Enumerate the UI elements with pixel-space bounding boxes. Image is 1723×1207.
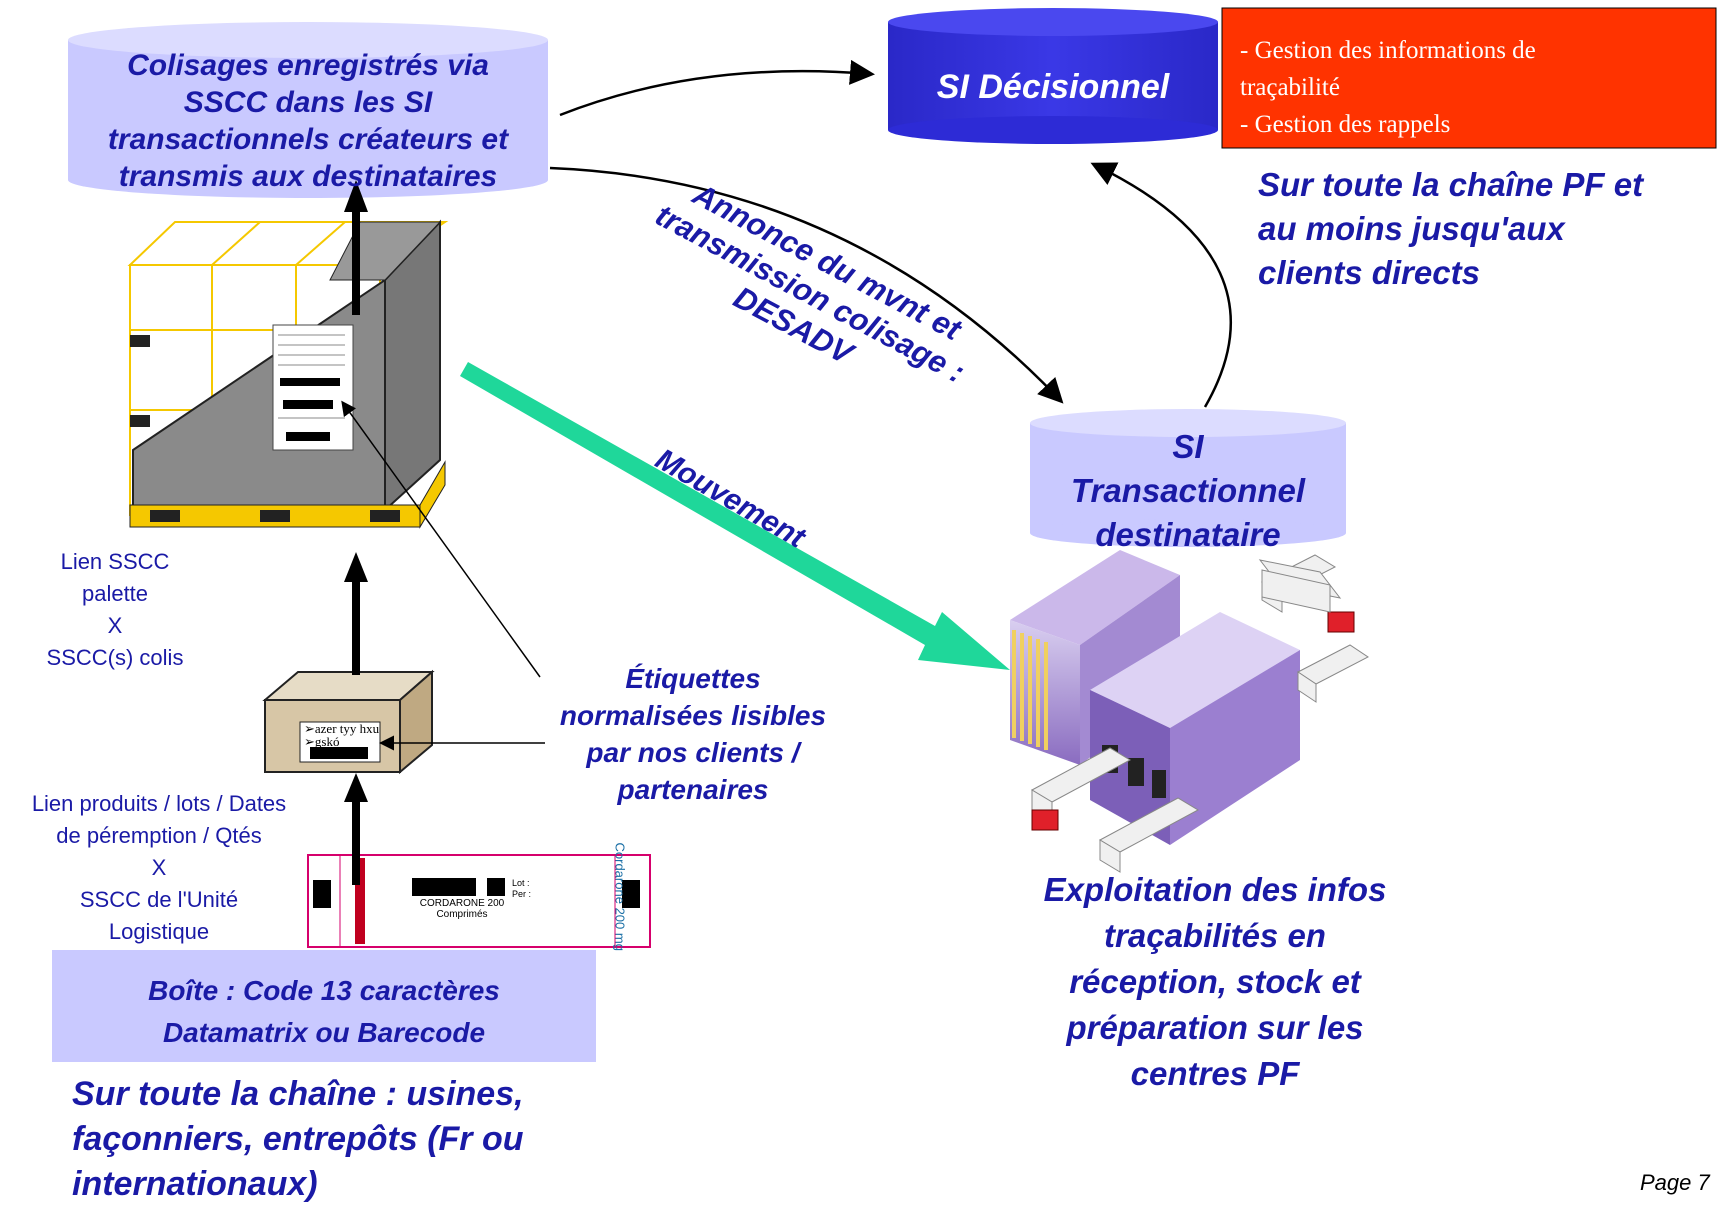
- vertical-flow-arrows: [344, 180, 368, 885]
- db-source-line-1: Colisages enregistrés via: [127, 49, 489, 82]
- carton-label-line-1: ➢azer tyy hxu: [304, 721, 380, 736]
- movement-arrow: [460, 362, 1010, 670]
- chain-pf-line-2: au moins jusqu'aux: [1258, 210, 1565, 247]
- medicine-lot-text: Lot : Per :: [512, 878, 531, 900]
- exploit-line-5: centres PF: [1130, 1055, 1300, 1092]
- link-products-line-4: SSCC de l'Unité: [79, 887, 239, 912]
- medicine-product-form: Comprimés: [436, 909, 488, 920]
- link-pallet-line-2: palette: [81, 581, 149, 606]
- medicine-lot: Lot :: [512, 878, 530, 888]
- carton-label-line-2: ➢gskó: [304, 734, 340, 749]
- chain-all-line-2: façonniers, entrepôts (Fr ou: [72, 1120, 524, 1158]
- labels-note-line-1: Étiquettes: [625, 663, 761, 694]
- db-source-line-3: transactionnels créateurs et: [107, 123, 509, 156]
- medicine-box-illustration: [307, 854, 651, 948]
- link-products-line-1: Lien produits / lots / Dates: [31, 791, 287, 816]
- exploit-caption: Exploitation des infos traçabilités en r…: [1000, 867, 1430, 1097]
- db-source-label: Colisages enregistrés via SSCC dans les …: [90, 47, 526, 195]
- carton-label-text: ➢azer tyy hxu ➢gskó: [304, 722, 384, 748]
- red-box-line-3: - Gestion des rappels: [1240, 111, 1451, 138]
- medicine-brand: Cordarone: [612, 842, 628, 904]
- link-pallet-caption: Lien SSCC palette X SSCC(s) colis: [30, 546, 200, 674]
- chain-pf-line-3: clients directs: [1258, 254, 1480, 291]
- red-box-text: - Gestion des informations de traçabilit…: [1240, 32, 1710, 143]
- box-code-line-2: Datamatrix ou Barecode: [162, 1017, 486, 1048]
- db-decision-cylinder: [888, 8, 1218, 144]
- medicine-dose: 200 mg: [612, 907, 628, 951]
- red-box: [1221, 7, 1717, 149]
- page-number: Page 7: [1640, 1170, 1710, 1195]
- db-dest-cylinder: [1030, 409, 1346, 547]
- box-code-line-1: Boîte : Code 13 caractères: [148, 975, 500, 1006]
- medicine-brand-text: Cordarone 200 mg: [613, 843, 628, 963]
- red-box-line-2: traçabilité: [1240, 74, 1340, 101]
- link-pallet-line-1: Lien SSCC: [60, 549, 170, 574]
- pallet-illustration: [127, 219, 449, 529]
- db-dest-line-1: SI: [1172, 428, 1204, 465]
- link-products-caption: Lien produits / lots / Dates de pérempti…: [4, 788, 314, 948]
- arrow-source-to-decision: [559, 59, 875, 117]
- link-products-line-3: X: [151, 855, 167, 880]
- db-dest-line-2: Transactionnel: [1070, 472, 1306, 509]
- chain-pf-caption: Sur toute la chaîne PF et au moins jusqu…: [1258, 163, 1643, 295]
- db-dest-label: SI Transactionnel destinataire: [1030, 425, 1346, 557]
- carton-illustration: [262, 669, 435, 775]
- arrow-source-to-dest: [549, 166, 1064, 404]
- db-source-line-2: SSCC dans les SI: [183, 86, 433, 119]
- link-pallet-line-3: X: [107, 613, 123, 638]
- db-source-cylinder: [68, 22, 548, 198]
- labels-note-line-3: par nos clients /: [586, 737, 800, 768]
- link-products-line-5: Logistique: [108, 919, 210, 944]
- chain-all-line-1: Sur toute la chaîne : usines,: [72, 1075, 524, 1113]
- db-decision-label: SI Décisionnel: [936, 68, 1170, 106]
- chain-all-line-3: internationaux): [72, 1165, 318, 1203]
- labels-note-line-2: normalisées lisibles: [559, 700, 827, 731]
- chain-pf-line-1: Sur toute la chaîne PF et: [1258, 166, 1644, 203]
- label-pointer-lines: [341, 400, 545, 751]
- exploit-line-2: traçabilités en: [1104, 917, 1326, 954]
- db-dest-line-3: destinataire: [1095, 516, 1281, 553]
- chain-all-caption: Sur toute la chaîne : usines, façonniers…: [72, 1072, 524, 1207]
- link-products-line-2: de péremption / Qtés: [56, 823, 262, 848]
- medicine-per: Per :: [512, 889, 532, 899]
- exploit-line-3: réception, stock et: [1069, 963, 1361, 1000]
- labels-note-line-4: partenaires: [617, 774, 769, 805]
- red-box-line-1: - Gestion des informations de: [1240, 37, 1536, 64]
- db-source-line-4: transmis aux destinataires: [118, 160, 498, 193]
- medicine-product-name: CORDARONE 200: [419, 898, 505, 909]
- warehouse-illustration: [1010, 550, 1369, 873]
- exploit-line-4: préparation sur les: [1066, 1009, 1364, 1046]
- arrow-dest-to-decision: [1090, 162, 1233, 408]
- box-code-panel: Boîte : Code 13 caractères Datamatrix ou…: [52, 950, 596, 1062]
- exploit-line-1: Exploitation des infos: [1043, 871, 1387, 908]
- medicine-product-text: CORDARONE 200 Comprimés: [412, 898, 512, 920]
- labels-note-caption: Étiquettes normalisées lisibles par nos …: [538, 660, 848, 808]
- link-pallet-line-4: SSCC(s) colis: [46, 645, 184, 670]
